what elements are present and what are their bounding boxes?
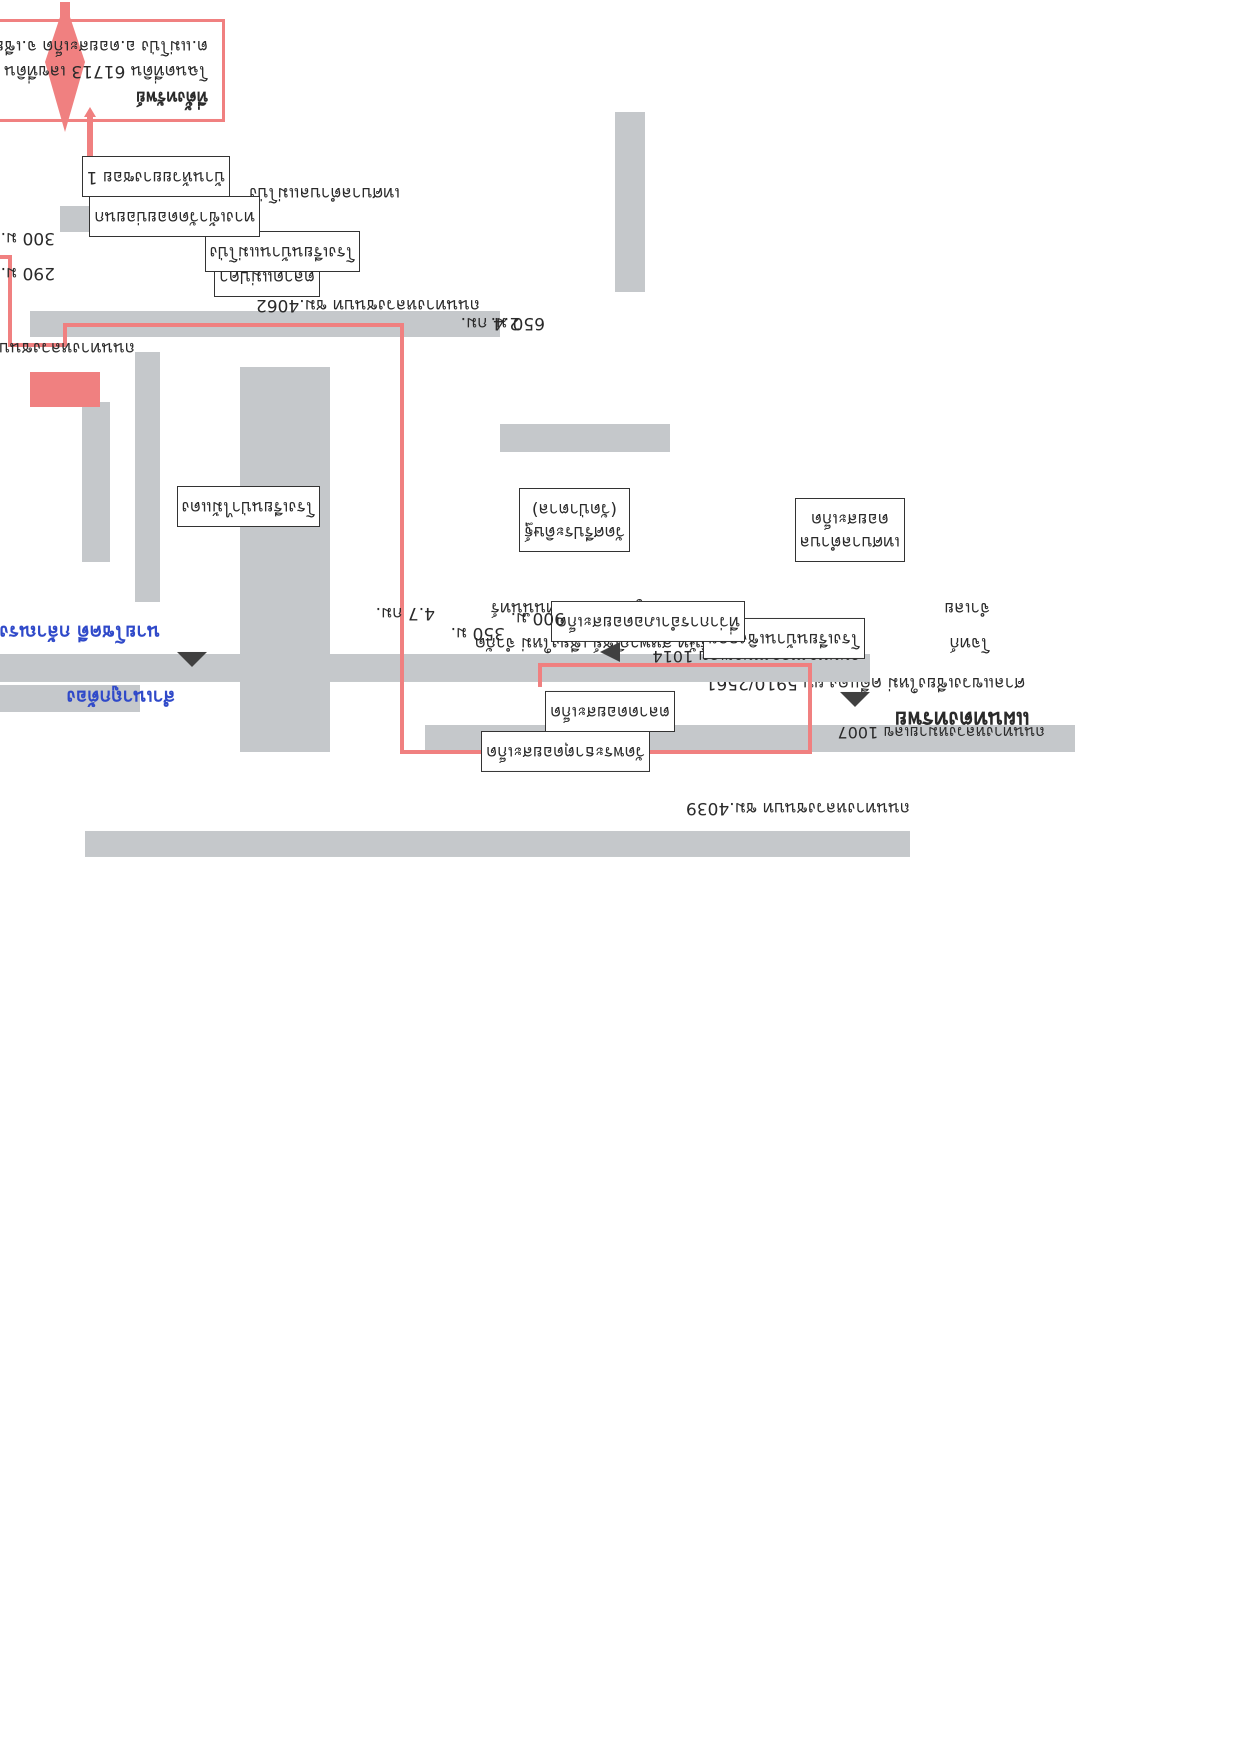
road-4062-label: ถนนทางหลวงชนบท ชม.4062 [255,295,480,315]
school-mae-pong-box: โรงเรียนบ้านแม่โป่ง [204,231,360,272]
certify-text: สำเนาถูกต้อง [66,686,175,708]
direction-arrow-2 [840,692,870,707]
property-info-box: ที่ตั้งทรัพย์ โฉนดที่ดิน 61713 เลขที่ดิน… [0,19,225,122]
baan-huai-yang-box: บ้านห้วยยางซอย 1 [81,156,230,197]
market-doi-saket-box: ตลาดดอยสะเก็ด [545,691,675,732]
route-line [0,255,812,754]
road-6021-label: ถนนทางหลวงชนบท ชม.6021 [0,338,135,358]
road-4039-label: ถนนทางหลวงชนบท ชม.4039 [685,798,910,818]
property-direction-arrowhead [84,107,96,117]
property-title: ที่ตั้งทรัพย์ [135,87,208,107]
direction-arrow-1 [600,642,620,662]
property-direction-arrowhead-2 [45,62,85,132]
distance-4-7: 4.7 กม. [375,603,435,623]
wat-si-line2: (วัดป่าตาล) [531,499,618,520]
property-marker [30,372,100,407]
distance-350: 350 ม. [450,623,505,643]
direction-arrow-3 [177,652,207,667]
distance-290: 290 ม. [0,263,55,283]
wat-phra-that-box: วัดพระธาตุดอยสะเก็ด [481,731,650,772]
municipality-doi-saket-line1: เทศบาลตำบล [799,532,900,552]
school-pa-mae-daeng-box: โรงเรียนป่าไม้แดง [176,486,320,527]
property-location: ต.แม่โป่ง อ.ดอยสะเก็ด จ.เชียงใหม่ [0,36,208,56]
road-1007-label: ถนนทางหลวงหมายเลข 1007 [837,723,1045,742]
wat-si-box: วัดศรีประดิษฐ์ (วัดป่าตาล) [518,488,630,552]
distance-900: 900 ม. [510,608,565,628]
property-arrow-shape [45,2,85,62]
municipality-mae-pong-label: เทศบาลตำบลแม่โป่ง [249,183,400,203]
municipality-doi-saket-line2: ดอยสะเก็ด [810,509,889,530]
distance-650: 650 ม. [490,313,545,333]
signer-name: นายโชคดี กล้าณรงค์ชัย [0,621,160,643]
district-office-box: ที่ว่าการอำเภอดอยสะเก็ด [550,601,745,642]
municipality-doi-saket-box: เทศบาลตำบล ดอยสะเก็ด [794,498,905,562]
wat-entrance-box: ทางเข้าวัดดอยบ่อยนก [89,196,260,237]
distance-300: 300 ม. [0,228,55,248]
property-deed: โฉนดที่ดิน 61713 เลขที่ดิน 4548 [0,61,208,82]
wat-si-line1: วัดศรีประดิษฐ์ [523,522,625,542]
